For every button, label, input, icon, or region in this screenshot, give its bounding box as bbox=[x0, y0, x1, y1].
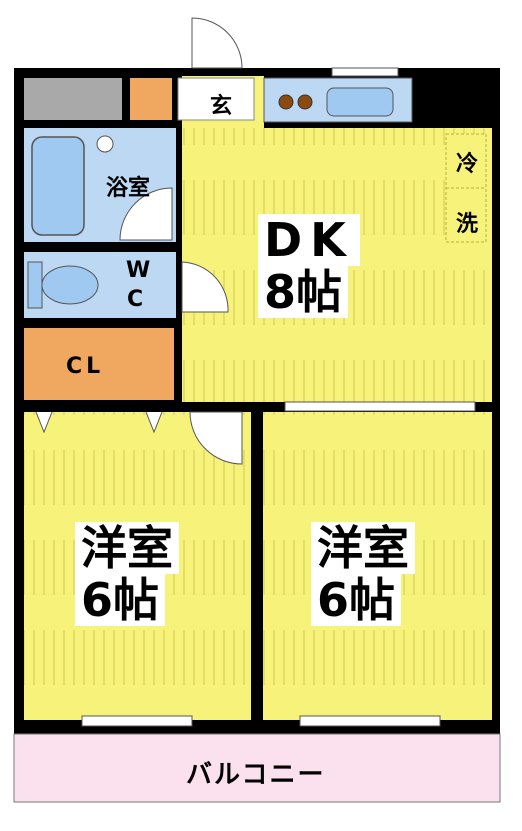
fridge-label: 冷 bbox=[456, 152, 479, 177]
west-room-size: 6帖 bbox=[75, 574, 166, 626]
shoe-box bbox=[130, 78, 172, 120]
west-room-name: 洋室 bbox=[75, 522, 179, 574]
genkan-floor bbox=[178, 78, 254, 120]
west-window bbox=[81, 715, 193, 727]
east-window bbox=[299, 715, 441, 727]
closet-floor bbox=[24, 328, 174, 400]
balcony-floor bbox=[13, 733, 501, 803]
toilet-tank bbox=[27, 261, 43, 309]
bath-label: 浴室 bbox=[106, 176, 151, 201]
closet-fold-door-1 bbox=[35, 411, 53, 434]
dk-room-size: 8帖 bbox=[258, 266, 349, 318]
balcony-label: バルコニー bbox=[186, 760, 326, 790]
east-room-size: 6帖 bbox=[311, 574, 402, 626]
closet-fold-door-2 bbox=[145, 411, 163, 434]
washbasin bbox=[96, 135, 114, 153]
east-room-name: 洋室 bbox=[311, 522, 415, 574]
stove-burner-1 bbox=[278, 94, 294, 110]
west-room-door-swing bbox=[189, 411, 243, 465]
wc-label-line1: W bbox=[126, 258, 151, 283]
bath-door-swing bbox=[119, 187, 173, 241]
stove-burner-2 bbox=[297, 94, 313, 110]
toilet-bowl bbox=[41, 265, 99, 305]
entrance-door-swing bbox=[191, 17, 243, 69]
storage-gray bbox=[24, 78, 122, 120]
wc-door-swing bbox=[181, 261, 229, 313]
kitchen-sink bbox=[326, 87, 394, 117]
wc-label-line2: C bbox=[127, 287, 144, 312]
washer-label: 洗 bbox=[456, 212, 479, 237]
dk-room-name: DK bbox=[258, 214, 360, 266]
bathtub bbox=[31, 136, 85, 236]
kitchen-window bbox=[331, 67, 399, 77]
closet-label: CL bbox=[66, 354, 105, 379]
genkan-label: 玄 bbox=[210, 94, 233, 119]
dk-partition-slider bbox=[284, 401, 476, 412]
